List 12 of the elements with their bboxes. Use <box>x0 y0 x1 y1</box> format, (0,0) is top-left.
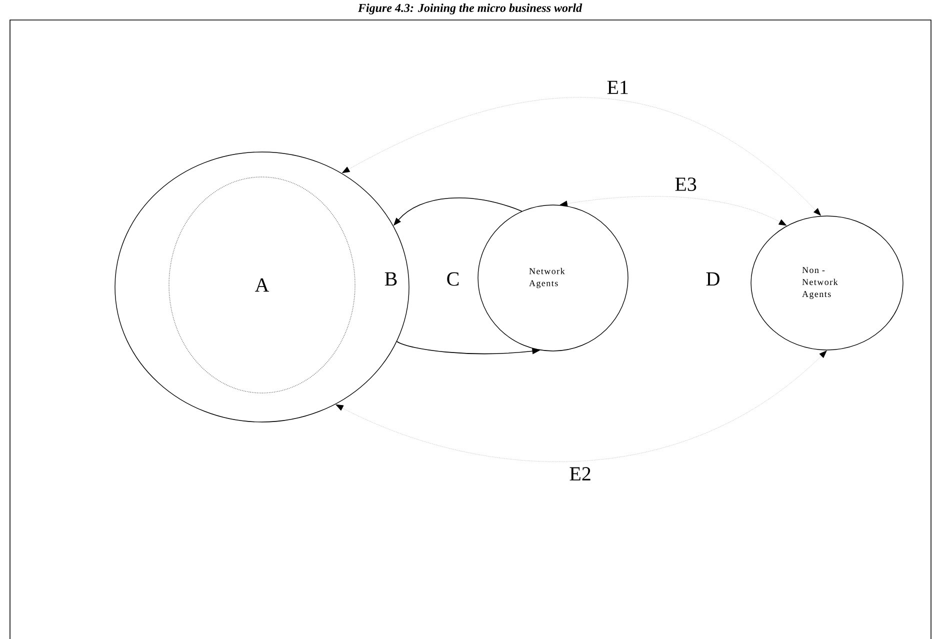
region-letter: D <box>706 272 720 286</box>
edge-label: E3 <box>674 176 698 192</box>
region-letter: C <box>447 272 459 286</box>
circle <box>114 152 410 422</box>
figure-title: Figure 4.3: Joining the micro business world <box>358 4 582 14</box>
inner-ring: A <box>168 176 356 394</box>
arrow <box>342 97 821 216</box>
region-letter: B <box>384 272 397 286</box>
arrow <box>560 196 787 226</box>
arrow <box>336 350 827 462</box>
edge-label: E1 <box>606 80 630 95</box>
edge-label: E2 <box>568 466 592 482</box>
